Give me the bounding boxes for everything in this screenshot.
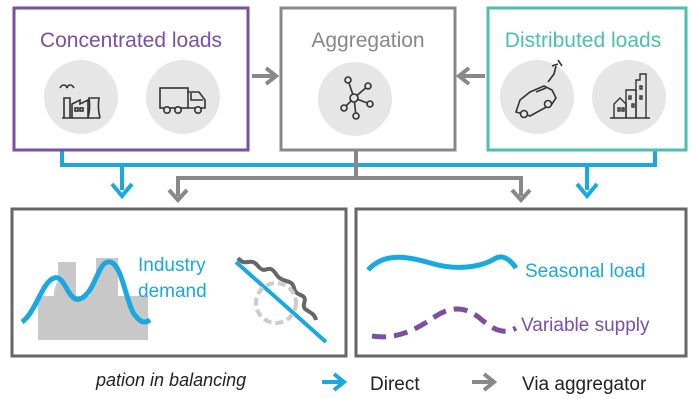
direct-arrowhead-left xyxy=(110,182,134,200)
distributed-loads-title: Distributed loads xyxy=(505,29,661,52)
truck-icon xyxy=(159,87,206,115)
factory-icon xyxy=(59,84,101,119)
industry-demand-panel: Industry demand xyxy=(10,207,348,358)
truck-icon-bg xyxy=(146,60,220,134)
aggregator-connector xyxy=(178,150,521,180)
legend-aggregator-arrow xyxy=(472,372,498,392)
aggregation-title: Aggregation xyxy=(311,29,424,52)
fluctuation-line xyxy=(236,256,318,321)
electric-car-icon-bg xyxy=(500,60,574,134)
buildings-icon xyxy=(610,73,650,119)
direct-connector xyxy=(60,150,657,167)
arrowhead-distributed xyxy=(455,66,471,86)
direct-arrowhead-right xyxy=(575,182,599,200)
network-icon xyxy=(340,76,374,120)
aggregator-arrowhead-left xyxy=(167,188,189,203)
arrowhead-concentrated xyxy=(264,66,280,86)
supply-trend-line xyxy=(234,260,328,344)
electric-car-icon xyxy=(514,59,563,119)
aggregation-box: Aggregation xyxy=(279,6,457,152)
seasonal-load-curve xyxy=(366,254,519,272)
legend-partial-caption: pation in balancing xyxy=(95,370,246,390)
concentrated-loads-box: Concentrated loads xyxy=(12,6,250,152)
connectors xyxy=(60,66,657,203)
factory-icon-bg xyxy=(44,60,118,134)
concentrated-loads-title: Concentrated loads xyxy=(40,29,222,52)
zoom-circle xyxy=(254,281,298,325)
aggregator-arrowhead-right xyxy=(510,188,532,203)
variable-supply-label: Variable supply xyxy=(521,315,650,336)
legend-direct-label: Direct xyxy=(370,374,420,395)
legend-via-aggregator-label: Via aggregator xyxy=(522,374,647,395)
seasonal-load-label: Seasonal load xyxy=(525,261,645,282)
industry-demand-curve xyxy=(20,259,152,325)
distributed-loads-box: Distributed loads xyxy=(486,6,688,152)
industry-demand-label-line2: demand xyxy=(138,281,207,302)
variable-supply-curve xyxy=(371,306,518,340)
seasonal-variable-panel: Seasonal load Variable supply xyxy=(354,207,688,358)
industry-demand-label-line1: Industry xyxy=(138,255,206,276)
legend: pation in balancing Direct Via aggregato… xyxy=(95,370,647,395)
legend-direct-arrow xyxy=(322,372,348,392)
